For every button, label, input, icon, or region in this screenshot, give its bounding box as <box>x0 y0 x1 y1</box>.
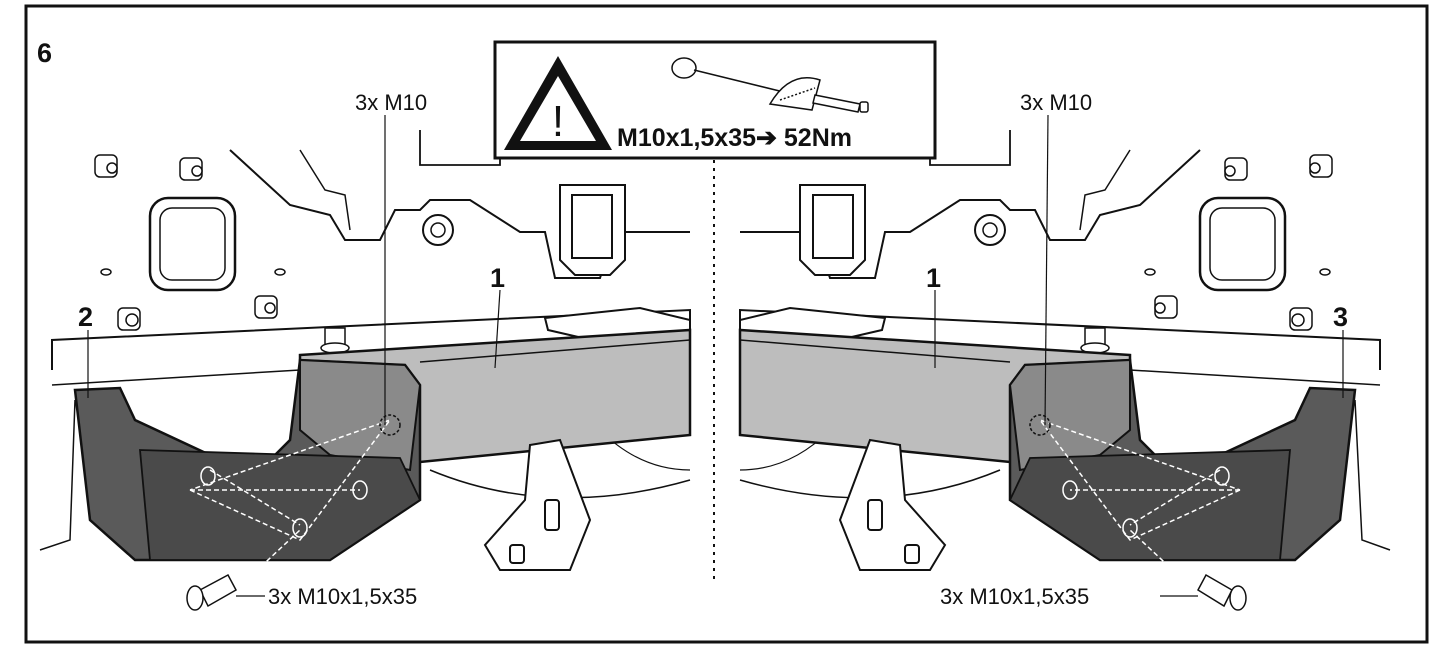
right-bolt-top-label: 3x M10 <box>1020 90 1092 115</box>
torque-spec-label: M10x1,5x35➔ 52Nm <box>617 124 852 152</box>
left-crossmember-callout: 1 <box>490 263 505 293</box>
svg-text:!: ! <box>552 97 564 146</box>
left-bolt-bottom-label: 3x M10x1,5x35 <box>268 584 417 609</box>
diagram-frame <box>24 4 1429 644</box>
right-bracket-callout: 3 <box>1333 302 1348 332</box>
left-body-studs <box>94 154 286 331</box>
right-hitch-receiver <box>739 184 887 344</box>
left-view <box>39 115 692 611</box>
torque-wrench-icon <box>671 57 869 113</box>
torque-warning-box: ! <box>493 40 937 160</box>
left-bolt-icon <box>186 573 238 611</box>
left-bracket-callout: 2 <box>78 302 93 332</box>
step-number: 6 <box>37 38 52 68</box>
left-hitch-lower <box>483 438 592 571</box>
left-hitch-receiver <box>543 184 691 344</box>
left-body-opening <box>148 196 237 292</box>
right-body-studs <box>1144 154 1333 331</box>
right-bolt-bottom-label: 3x M10x1,5x35 <box>940 584 1089 609</box>
left-bolt-top-label: 3x M10 <box>355 90 427 115</box>
right-view <box>738 114 1391 611</box>
right-bolt-icon <box>1197 573 1247 611</box>
warning-triangle-icon: ! <box>504 56 612 150</box>
right-hitch-lower <box>838 438 947 571</box>
right-body-opening <box>1198 196 1287 292</box>
right-crossmember-callout: 1 <box>926 263 941 293</box>
